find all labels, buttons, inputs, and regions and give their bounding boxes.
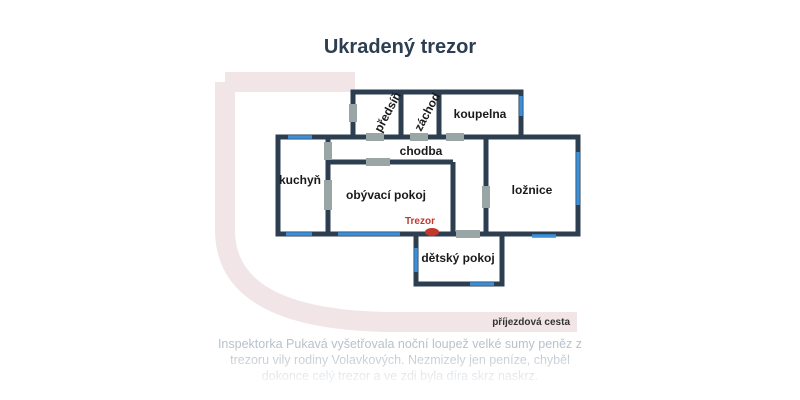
windows	[286, 96, 580, 286]
wall-main	[275, 134, 581, 237]
room-label-chodba: chodba	[400, 144, 443, 158]
door	[366, 133, 384, 141]
story-text: Inspektorka Pukavá vyšetřovala noční lou…	[217, 337, 583, 383]
doors	[324, 104, 490, 238]
room-label-loznice: ložnice	[512, 183, 553, 197]
door	[410, 133, 428, 141]
door	[324, 180, 332, 210]
door	[446, 133, 464, 141]
safe-marker	[425, 228, 439, 236]
door	[349, 104, 357, 122]
safe-label: Trezor	[405, 216, 435, 227]
driveway-label: příjezdová cesta	[492, 317, 570, 328]
door	[482, 186, 490, 208]
door	[366, 158, 390, 166]
driveway	[215, 72, 577, 332]
door	[324, 142, 332, 160]
room-label-koupelna: koupelna	[454, 107, 507, 121]
room-label-kuchyn: kuchyň	[279, 173, 321, 187]
diagram-title: Ukradený trezor	[323, 36, 477, 58]
room-label-obyvaci-pokoj: obývací pokoj	[346, 188, 426, 202]
door	[456, 230, 480, 238]
room-label-detsky-pokoj: dětský pokoj	[421, 251, 494, 265]
